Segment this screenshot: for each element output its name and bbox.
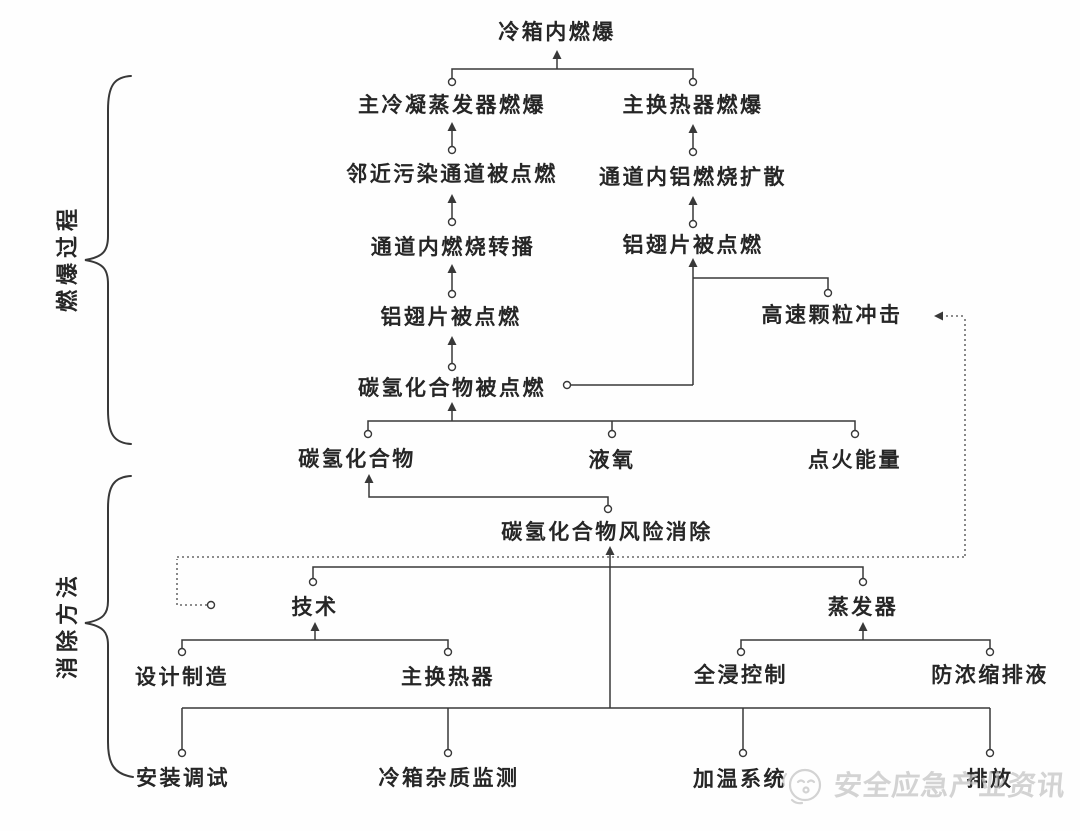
node-cold-box-impurity-monitoring: 冷箱杂质监测: [378, 766, 520, 790]
watermark-text: 安全应急产业资讯: [832, 769, 1068, 802]
node-high-speed-particle-impact: 高速颗粒冲击: [761, 303, 903, 327]
brace-elimination: [84, 475, 134, 778]
node-ignition-energy: 点火能量: [808, 448, 902, 472]
node-full-immersion-control: 全浸控制: [694, 663, 788, 687]
node-cold-box-explosion: 冷箱内燃爆: [498, 20, 616, 44]
section-braces: [84, 75, 134, 778]
terminal-circles: [177, 77, 995, 758]
section-label-process: 燃爆过程: [56, 203, 81, 313]
node-hydrocarbon-risk-elimination: 碳氢化合物风险消除: [501, 520, 713, 544]
node-anti-concentration-drain: 防浓缩排液: [931, 663, 1049, 687]
section-label-elimination: 消除方法: [56, 570, 81, 680]
brace-process: [84, 75, 132, 445]
watermark: 安全应急产业资讯: [772, 752, 1072, 816]
node-aluminum-burn-spread-in-channel: 通道内铝燃烧扩散: [599, 165, 787, 189]
smiley-face-icon: [782, 768, 822, 805]
node-combustion-propagation-in-channel: 通道内燃烧转播: [370, 235, 536, 259]
node-condenser-evaporator-explosion: 主冷凝蒸发器燃爆: [358, 93, 546, 117]
solid-connectors: [181, 57, 991, 749]
node-evaporator: 蒸发器: [827, 595, 899, 619]
node-hydrocarbon-ignited: 碳氢化合物被点燃: [358, 376, 546, 400]
node-aluminum-fin-ignited-left: 铝翅片被点燃: [380, 305, 522, 329]
node-installation-commissioning: 安装调试: [136, 766, 230, 790]
node-liquid-oxygen: 液氧: [588, 448, 636, 472]
node-main-heat-exchanger: 主换热器: [401, 665, 495, 689]
node-heating-system: 加温系统: [693, 767, 787, 791]
node-adjacent-channel-ignited: 邻近污染通道被点燃: [346, 162, 558, 186]
node-hydrocarbon: 碳氢化合物: [298, 447, 416, 471]
node-design-manufacture: 设计制造: [135, 665, 229, 689]
node-aluminum-fin-ignited-right: 铝翅片被点燃: [622, 233, 764, 257]
node-main-heat-exchanger-explosion: 主换热器燃爆: [622, 93, 764, 117]
arrowheads: [310, 50, 943, 631]
node-technology: 技术: [291, 595, 339, 619]
dotted-feedback-path: [176, 315, 966, 606]
node-discharge: 排放: [966, 767, 1014, 791]
